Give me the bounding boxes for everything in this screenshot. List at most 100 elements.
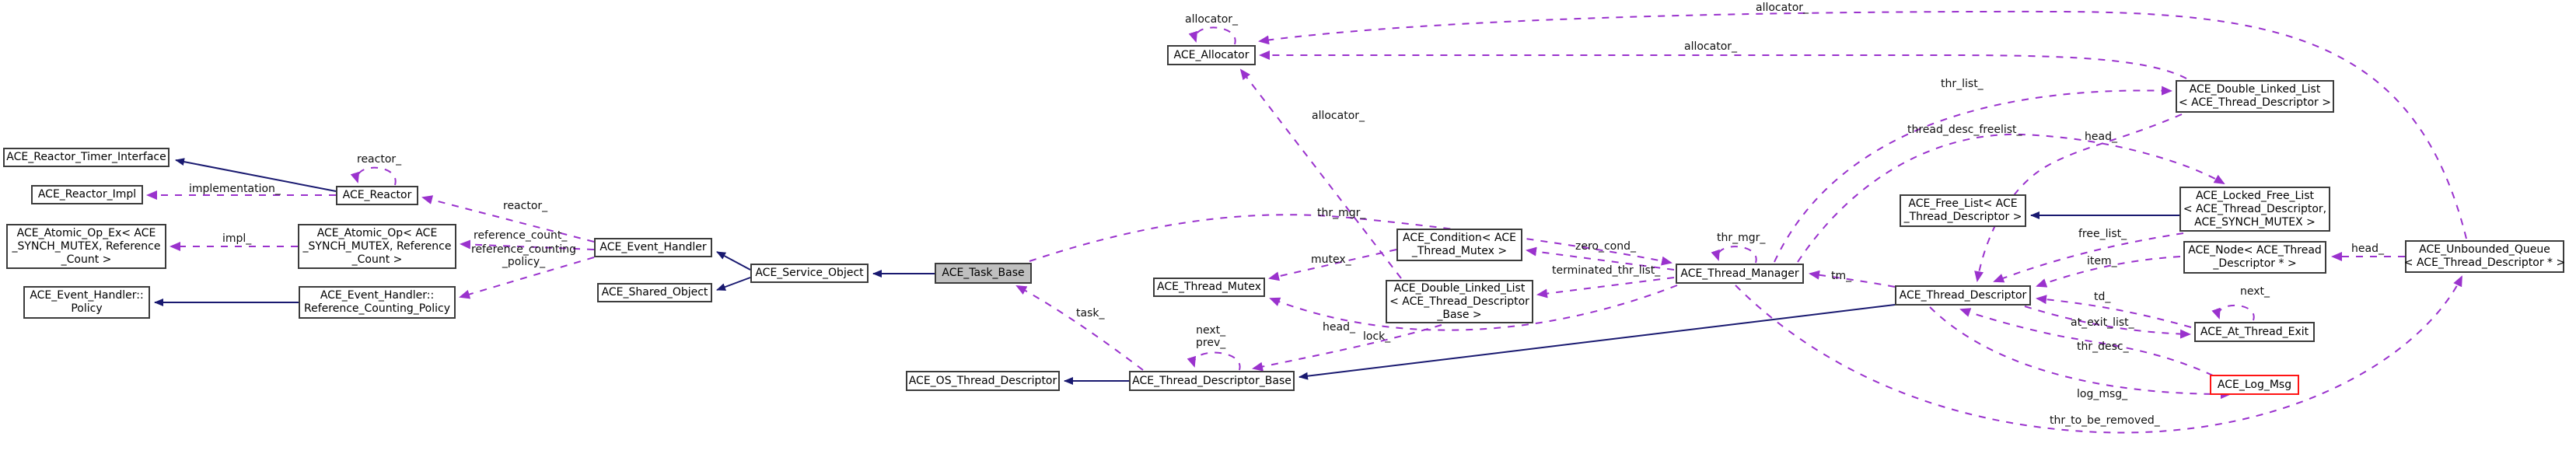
edge-label-line: next_ (2240, 285, 2270, 298)
class-allocator[interactable]: ACE_Allocator (1167, 45, 1256, 65)
edge-label-line: mutex_ (1311, 253, 1351, 266)
edge-label-line: allocator_ (1185, 13, 1239, 26)
edge-label-line: free_list_ (2078, 228, 2127, 240)
class-task-base[interactable]: ACE_Task_Base (935, 263, 1032, 284)
edge-label-dlltdb-head: head_ (1323, 321, 1355, 334)
usage-edge-dlltd-allocator (1259, 51, 2187, 79)
edge-label-line: thr_mgr_ (1717, 232, 1766, 244)
edge-label-dlltdb-allocator: allocator_ (1312, 110, 1365, 122)
usage-edge-dlltd-head (1974, 114, 2183, 282)
usage-edge-allocator-self (1188, 26, 1236, 45)
usage-edge-free-list-member (1993, 232, 2184, 283)
class-condition-thread-mutex[interactable]: ACE_Condition< ACE_Thread_Mutex > (1396, 229, 1522, 261)
class-name-line: ACE_Event_Handler (599, 241, 707, 253)
class-event-handler[interactable]: ACE_Event_Handler (594, 238, 712, 257)
edge-label-implementation: implementation_ (189, 183, 281, 195)
edge-label-line: reactor_ (357, 153, 402, 166)
edge-label-line: head_ (1323, 321, 1355, 334)
class-name-line: ACE_Condition< ACE (1403, 232, 1516, 244)
edge-label-line: reference_count_ (474, 229, 568, 242)
edge-label-line: head_ (2085, 131, 2117, 143)
class-name-line: ACE_Unbounded_Queue (2419, 243, 2550, 256)
class-os-thread-descriptor[interactable]: ACE_OS_Thread_Descriptor (906, 371, 1060, 391)
edge-label-thread-desc-freelist: thread_desc_freelist_ (1907, 124, 2022, 136)
class-free-list[interactable]: ACE_Free_List< ACE_Thread_Descriptor > (1900, 194, 2026, 227)
class-name-line: _Thread_Descriptor > (1903, 211, 2022, 223)
usage-edge-task (1015, 285, 1144, 371)
edge-label-line: task_ (1076, 307, 1105, 320)
class-event-handler-policy[interactable]: ACE_Event_Handler::Policy (23, 286, 150, 319)
class-double-linked-list-td[interactable]: ACE_Double_Linked_List< ACE_Thread_Descr… (2176, 80, 2334, 113)
class-double-linked-list-tdb[interactable]: ACE_Double_Linked_List< ACE_Thread_Descr… (1386, 280, 1533, 323)
inheritance-edge-thread-descriptor-to-tdb (1298, 304, 1896, 380)
edge-label-dlltd-allocator: allocator_ (1684, 40, 1737, 53)
edge-label-line: head_ (2351, 243, 2384, 255)
class-name-line: ACE_Atomic_Op_Ex< ACE (16, 226, 156, 239)
usage-edge-log-msg-member (1929, 306, 2232, 400)
class-name-line: ACE_Double_Linked_List (2189, 83, 2321, 96)
edge-label-ubq-allocator: allocator_ (1756, 2, 1809, 14)
class-thread-manager[interactable]: ACE_Thread_Manager (1676, 264, 1804, 284)
class-name-line: ACE_Thread_Manager (1680, 267, 1799, 280)
edge-label-line: implementation_ (189, 183, 281, 195)
edge-label-dlltd-head: head_ (2085, 131, 2117, 143)
class-atomic-op[interactable]: ACE_Atomic_Op< ACE_SYNCH_MUTEX, Referenc… (298, 224, 456, 269)
edge-label-ate-next: next_ (2240, 285, 2270, 298)
edge-label-log-msg-member: log_msg_ (2077, 388, 2127, 400)
class-name-line: ACE_Node< ACE_Thread (2188, 244, 2322, 257)
edge-label-line: allocator_ (1312, 110, 1365, 122)
usage-edge-taskbase-thrmgr (1029, 214, 1672, 266)
usage-edge-thr-to-be-removed (1735, 275, 2462, 434)
class-name-line: < ACE_Thread_Descriptor > (2179, 96, 2331, 109)
edge-label-line: _policy_ (502, 256, 546, 268)
edge-label-line: reference_counting (471, 243, 576, 256)
class-atomic-op-ex[interactable]: ACE_Atomic_Op_Ex< ACE_SYNCH_MUTEX, Refer… (6, 224, 166, 269)
class-name-line: ACE_Task_Base (942, 267, 1025, 279)
edge-label-impl: impl_ (222, 232, 251, 245)
class-name-line: ACE_Free_List< ACE (1908, 197, 2018, 210)
edge-label-thr-list: thr_list_ (1941, 78, 1984, 90)
edge-label-line: terminated_thr_list_ (1552, 264, 1661, 277)
class-at-thread-exit[interactable]: ACE_At_Thread_Exit (2194, 322, 2315, 342)
class-name-line: _Thread_Mutex > (1411, 245, 1508, 257)
class-name-line: ACE_Shared_Object (601, 286, 708, 299)
class-name-line: ACE_Log_Msg (2217, 378, 2292, 391)
edge-label-taskbase-thrmgr: thr_mgr_ (1317, 207, 1365, 219)
class-name-line: Reference_Counting_Policy (304, 302, 450, 315)
class-log-msg[interactable]: ACE_Log_Msg (2210, 375, 2299, 395)
class-event-handler-reference-counting-policy[interactable]: ACE_Event_Handler::Reference_Counting_Po… (299, 286, 456, 319)
class-name-line: < ACE_Thread_Descriptor * > (2403, 257, 2566, 269)
class-reactor-timer-interface[interactable]: ACE_Reactor_Timer_Interface (3, 148, 170, 167)
edge-label-ubq-head: head_ (2351, 243, 2384, 255)
class-thread-mutex[interactable]: ACE_Thread_Mutex (1153, 278, 1265, 297)
edge-label-line: log_msg_ (2077, 388, 2128, 400)
class-unbounded-queue[interactable]: ACE_Unbounded_Queue< ACE_Thread_Descript… (2403, 240, 2566, 273)
edge-label-line: thr_desc_ (2077, 340, 2129, 353)
class-locked-free-list[interactable]: ACE_Locked_Free_List< ACE_Thread_Descrip… (2179, 187, 2330, 232)
class-name-line: ACE_SYNCH_MUTEX > (2194, 215, 2316, 229)
edge-label-item: item_ (2087, 255, 2117, 267)
class-thread-descriptor[interactable]: ACE_Thread_Descriptor (1895, 285, 2031, 306)
edge-label-line: thr_to_be_removed_ (2050, 414, 2160, 427)
class-name-line: ACE_Event_Handler:: (320, 289, 435, 302)
usage-edge-thr-list (1774, 86, 2172, 263)
class-name-line: _SYNCH_MUTEX, Reference (302, 239, 452, 253)
inheritance-edge-reactor-to-timer-interface (175, 158, 337, 192)
class-node-td[interactable]: ACE_Node< ACE_Thread_Descriptor * > (2183, 241, 2326, 274)
class-thread-descriptor-base[interactable]: ACE_Thread_Descriptor_Base (1129, 371, 1295, 391)
class-service-object[interactable]: ACE_Service_Object (750, 264, 869, 283)
edge-label-eh-reactor: reactor_ (503, 200, 547, 212)
usage-edge-ubq-allocator (1258, 10, 2467, 239)
class-reactor[interactable]: ACE_Reactor (336, 186, 418, 205)
edge-label-tm: tm_ (1831, 270, 1851, 282)
class-name-line: ACE_Reactor_Timer_Interface (6, 151, 166, 163)
class-name-line: < ACE_Thread_Descriptor, (2183, 202, 2327, 215)
class-shared-object[interactable]: ACE_Shared_Object (597, 283, 712, 302)
edge-label-reference-counting-policy: reference_counting_policy_ (471, 243, 576, 268)
class-reactor-impl[interactable]: ACE_Reactor_Impl (31, 185, 143, 204)
edge-label-at-exit-list: at_exit_list_ (2071, 316, 2134, 329)
class-name-line: ACE_Service_Object (755, 267, 864, 279)
class-name-line: ACE_OS_Thread_Descriptor (908, 374, 1057, 387)
class-name-line: _SYNCH_MUTEX, Reference (12, 239, 161, 253)
